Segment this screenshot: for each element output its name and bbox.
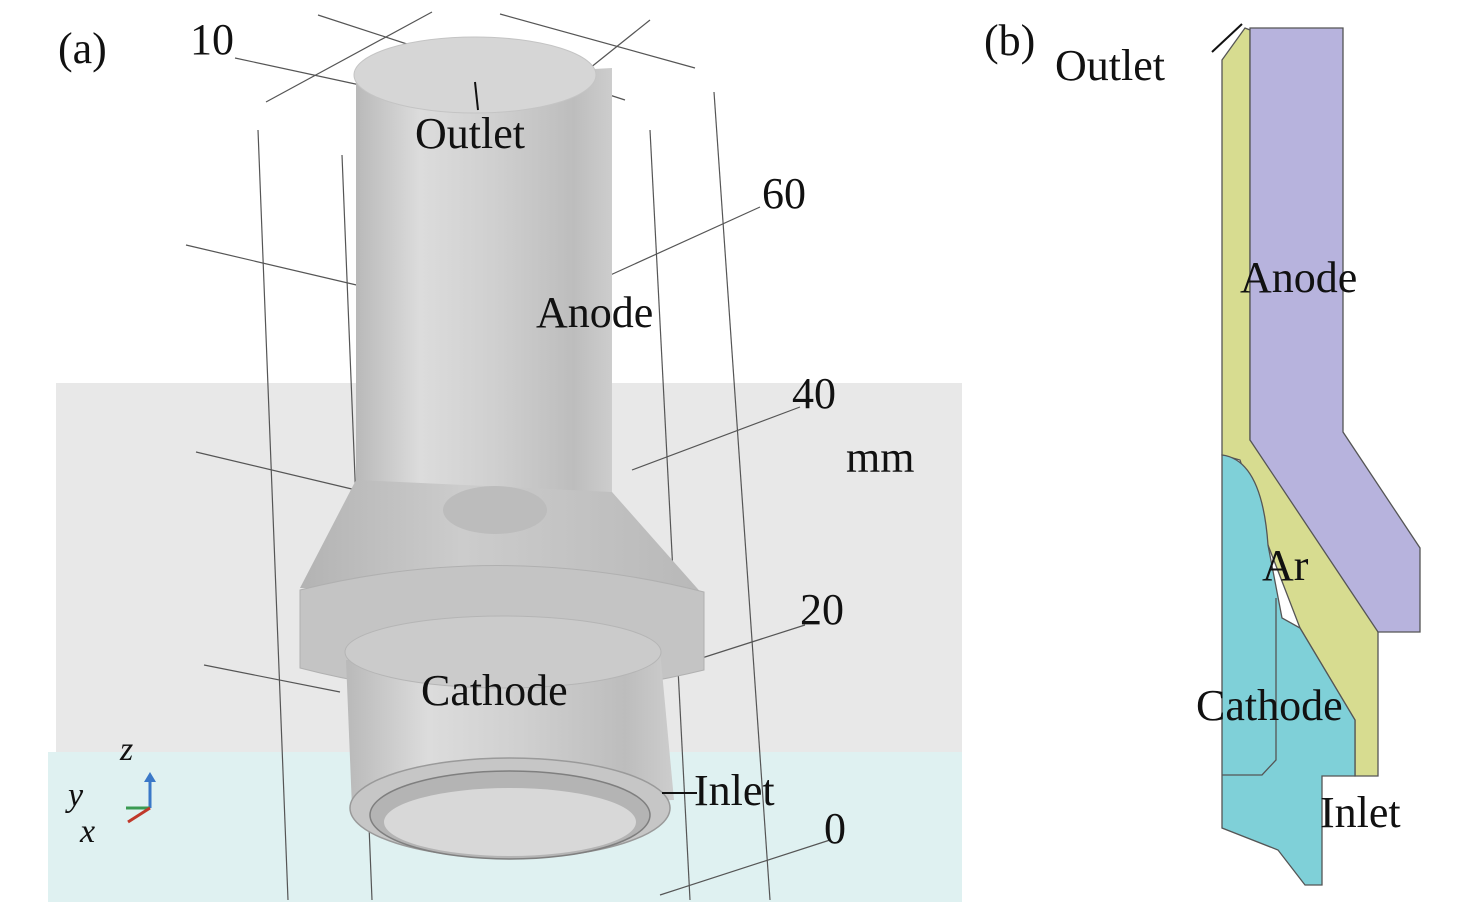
outlet-label: Outlet <box>415 109 525 158</box>
cathode-label: Cathode <box>421 666 568 715</box>
grid-lines <box>185 11 831 901</box>
tick-label-60: 60 <box>762 169 806 218</box>
panel-a-tag: (a) <box>58 24 107 73</box>
outlet-label-b: Outlet <box>1055 41 1165 90</box>
y-axis-label: y <box>65 777 84 814</box>
inlet-bore <box>384 788 636 856</box>
axis-triad: z y x <box>65 731 156 850</box>
anode-label-b: Anode <box>1240 253 1357 302</box>
anode-top-face <box>353 36 597 114</box>
tick-label-40: 40 <box>792 369 836 418</box>
z-axis-label: z <box>119 731 133 768</box>
anode-cone <box>300 480 704 596</box>
torch-model <box>299 36 705 860</box>
x-axis-label: x <box>79 813 95 850</box>
cone-bulge <box>443 486 547 534</box>
anode-region <box>1249 27 1421 633</box>
cathode-region <box>1221 454 1356 886</box>
panel-a: (a) 10 Outlet 60 Anode 40 mm 20 Cathode … <box>48 11 962 902</box>
ar-label: Ar <box>1262 541 1309 590</box>
tick-label-0: 0 <box>824 804 846 853</box>
x-axis-icon <box>127 806 151 824</box>
inlet-label-b: Inlet <box>1320 788 1401 837</box>
panel-b: (b) Outlet Anode Ar Cathode Inlet <box>984 16 1421 886</box>
inlet-label: Inlet <box>694 766 775 815</box>
unit-label: mm <box>846 433 914 482</box>
cathode-top-face <box>344 615 662 689</box>
cathode-label-b: Cathode <box>1196 681 1343 730</box>
outlet-leader <box>474 81 479 111</box>
cathode-inner-boundary <box>1222 598 1277 776</box>
outlet-leader-b <box>1211 23 1243 53</box>
panel-b-tag: (b) <box>984 16 1035 65</box>
tick-label-10: 10 <box>190 15 234 64</box>
anode-cylinder <box>356 68 612 500</box>
tick-label-20: 20 <box>800 585 844 634</box>
anode-label: Anode <box>536 288 653 337</box>
